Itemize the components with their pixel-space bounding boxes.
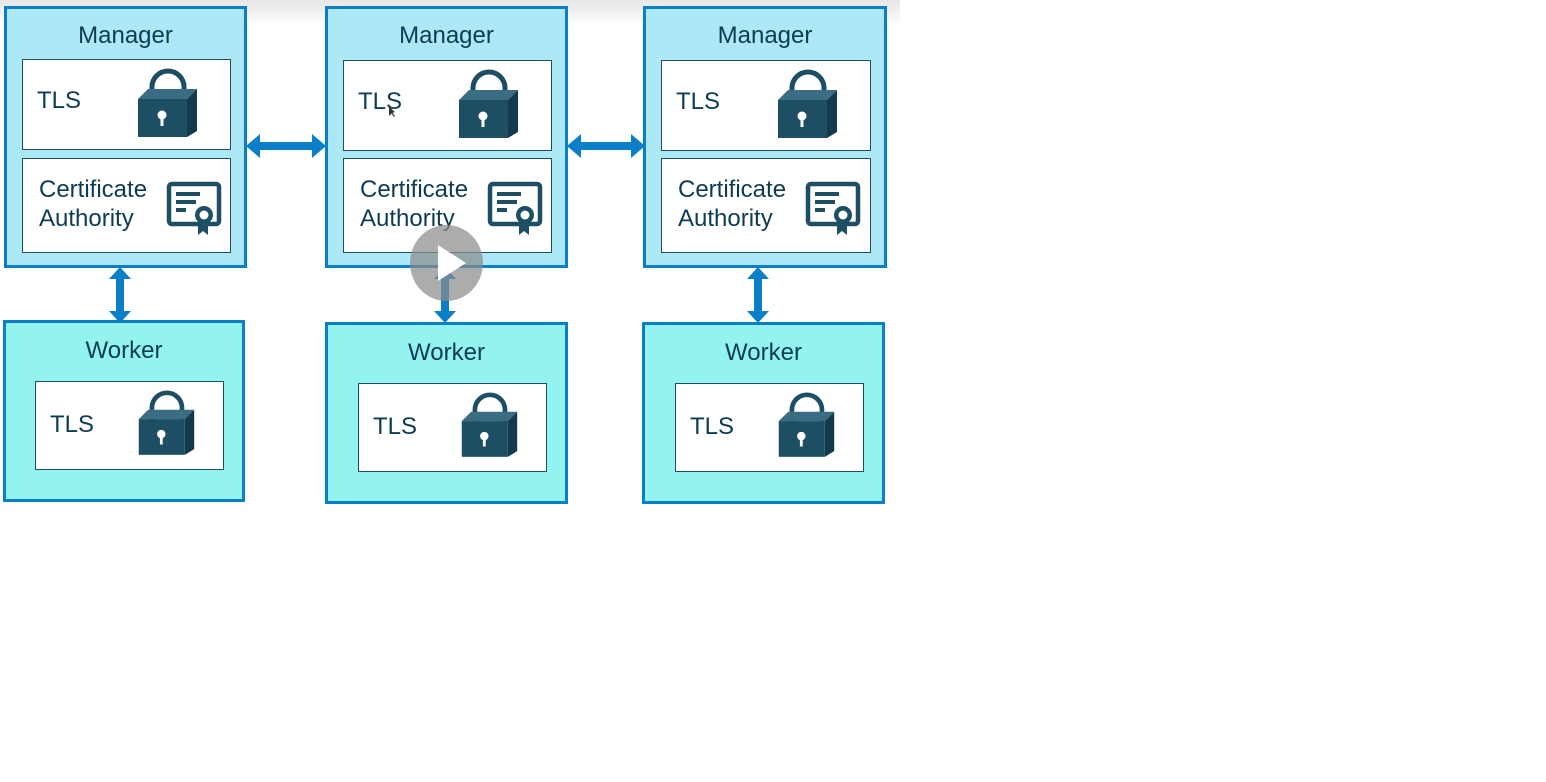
worker-node-2: Worker TLS	[325, 322, 568, 504]
bidirectional-arrow-manager2-manager3	[567, 134, 645, 158]
manager-title: Manager	[399, 22, 494, 49]
tls-panel: TLS	[22, 59, 231, 150]
tls-panel: TLS	[661, 60, 871, 151]
certificate-icon	[805, 181, 861, 235]
play-button[interactable]	[410, 225, 483, 301]
worker-title: Worker	[85, 337, 163, 364]
worker-title: Worker	[408, 339, 485, 366]
ca-panel: Certificate Authority	[22, 158, 231, 253]
ca-label-line2: Authority	[678, 205, 773, 232]
manager-title: Manager	[717, 22, 813, 49]
ca-label-line2: Authority	[39, 205, 134, 232]
bidirectional-arrow-manager1-worker1	[109, 267, 131, 323]
bidirectional-arrow-manager1-manager2	[246, 134, 326, 158]
tls-panel: TLS	[35, 381, 224, 470]
tls-label: TLS	[358, 88, 403, 115]
manager-title: Manager	[78, 22, 173, 49]
tls-label: TLS	[373, 413, 418, 440]
lock-icon	[138, 390, 195, 455]
ca-label-line1: Certificate	[360, 176, 469, 203]
tls-panel: TLS	[675, 383, 864, 472]
manager-node-2: Manager TLS Certificate Authority	[325, 6, 568, 268]
ca-label-line1: Certificate	[39, 176, 148, 203]
bidirectional-arrow-manager3-worker3	[747, 267, 769, 323]
certificate-icon	[166, 181, 222, 235]
lock-icon	[778, 392, 835, 457]
worker-node-3: Worker TLS	[642, 322, 885, 504]
certificate-icon	[487, 181, 543, 235]
lock-icon	[459, 69, 518, 138]
tls-panel: TLS	[358, 383, 547, 472]
tls-panel: TLS	[343, 60, 552, 151]
play-icon	[438, 245, 466, 281]
tls-label: TLS	[50, 411, 95, 438]
text-cursor-icon	[389, 107, 395, 117]
manager-node-3: Manager TLS Certificate Authority	[643, 6, 887, 268]
lock-icon	[138, 68, 197, 137]
worker-node-1: Worker TLS	[3, 320, 245, 502]
tls-label: TLS	[690, 413, 735, 440]
ca-panel: Certificate Authority	[661, 158, 871, 253]
tls-label: TLS	[37, 87, 82, 114]
lock-icon	[461, 392, 518, 457]
lock-icon	[778, 69, 837, 138]
tls-label: TLS	[676, 88, 721, 115]
worker-title: Worker	[725, 339, 802, 366]
ca-label-line1: Certificate	[678, 176, 787, 203]
manager-node-1: Manager TLS Certificate Authority	[4, 6, 247, 268]
